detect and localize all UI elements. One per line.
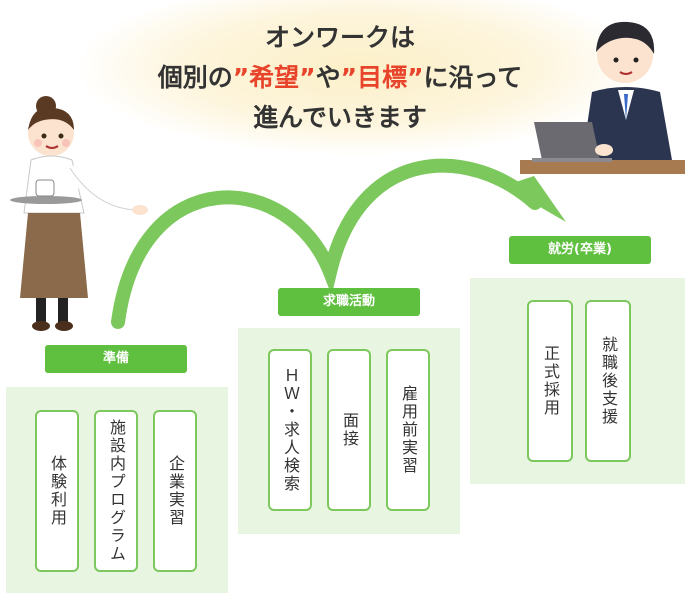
item-pre-employment-training-text: 雇用前実習 [399, 385, 418, 475]
keyword-goal: 目標 [357, 63, 408, 92]
headline-line2-post: に沿って [423, 63, 523, 92]
headline-line2-pre: 個別の [157, 63, 233, 92]
quote-open-2: ” [340, 63, 358, 92]
stage-employment-label: 就労(卒業) [509, 236, 651, 264]
item-official-hiring-text: 正式採用 [541, 345, 560, 417]
keyword-hope: 希望 [249, 63, 300, 92]
waitress-illustration [10, 96, 148, 331]
item-in-facility-program: 施設内プログラム [94, 410, 138, 572]
office-worker-illustration [520, 21, 685, 174]
stage-preparation-label: 準備 [45, 345, 187, 373]
item-company-internship: 企業実習 [153, 410, 197, 572]
item-post-employment-support: 就職後支援 [585, 300, 631, 462]
item-interview-text: 面接 [340, 412, 359, 448]
item-interview: 面接 [327, 349, 371, 511]
headline-line2-mid: や [315, 63, 341, 92]
stage-job-search-label: 求職活動 [278, 288, 420, 316]
quote-close-1: ” [299, 63, 316, 92]
headline-line3: 進んでいきます [253, 103, 427, 132]
item-hw-job-search: ＨＷ・求人検索 [268, 349, 312, 511]
item-hw-job-search-text: ＨＷ・求人検索 [281, 367, 300, 493]
item-company-internship-text: 企業実習 [166, 455, 185, 527]
headline-line1: オンワークは [264, 23, 415, 52]
item-pre-employment-training: 雇用前実習 [386, 349, 430, 511]
item-trial-use: 体験利用 [35, 410, 79, 572]
item-post-employment-support-text: 就職後支援 [599, 336, 618, 426]
quote-open-1: ” [232, 63, 250, 92]
quote-close-2: ” [407, 63, 424, 92]
headline: オンワークは 個別の”希望”や”目標”に沿って 進んでいきます [120, 18, 560, 138]
item-trial-use-text: 体験利用 [48, 455, 67, 527]
item-official-hiring: 正式採用 [527, 300, 573, 462]
stage-employment-panel [470, 278, 685, 484]
headline-line2: 個別の”希望”や”目標”に沿って [120, 58, 560, 98]
item-in-facility-program-text: 施設内プログラム [107, 419, 126, 563]
